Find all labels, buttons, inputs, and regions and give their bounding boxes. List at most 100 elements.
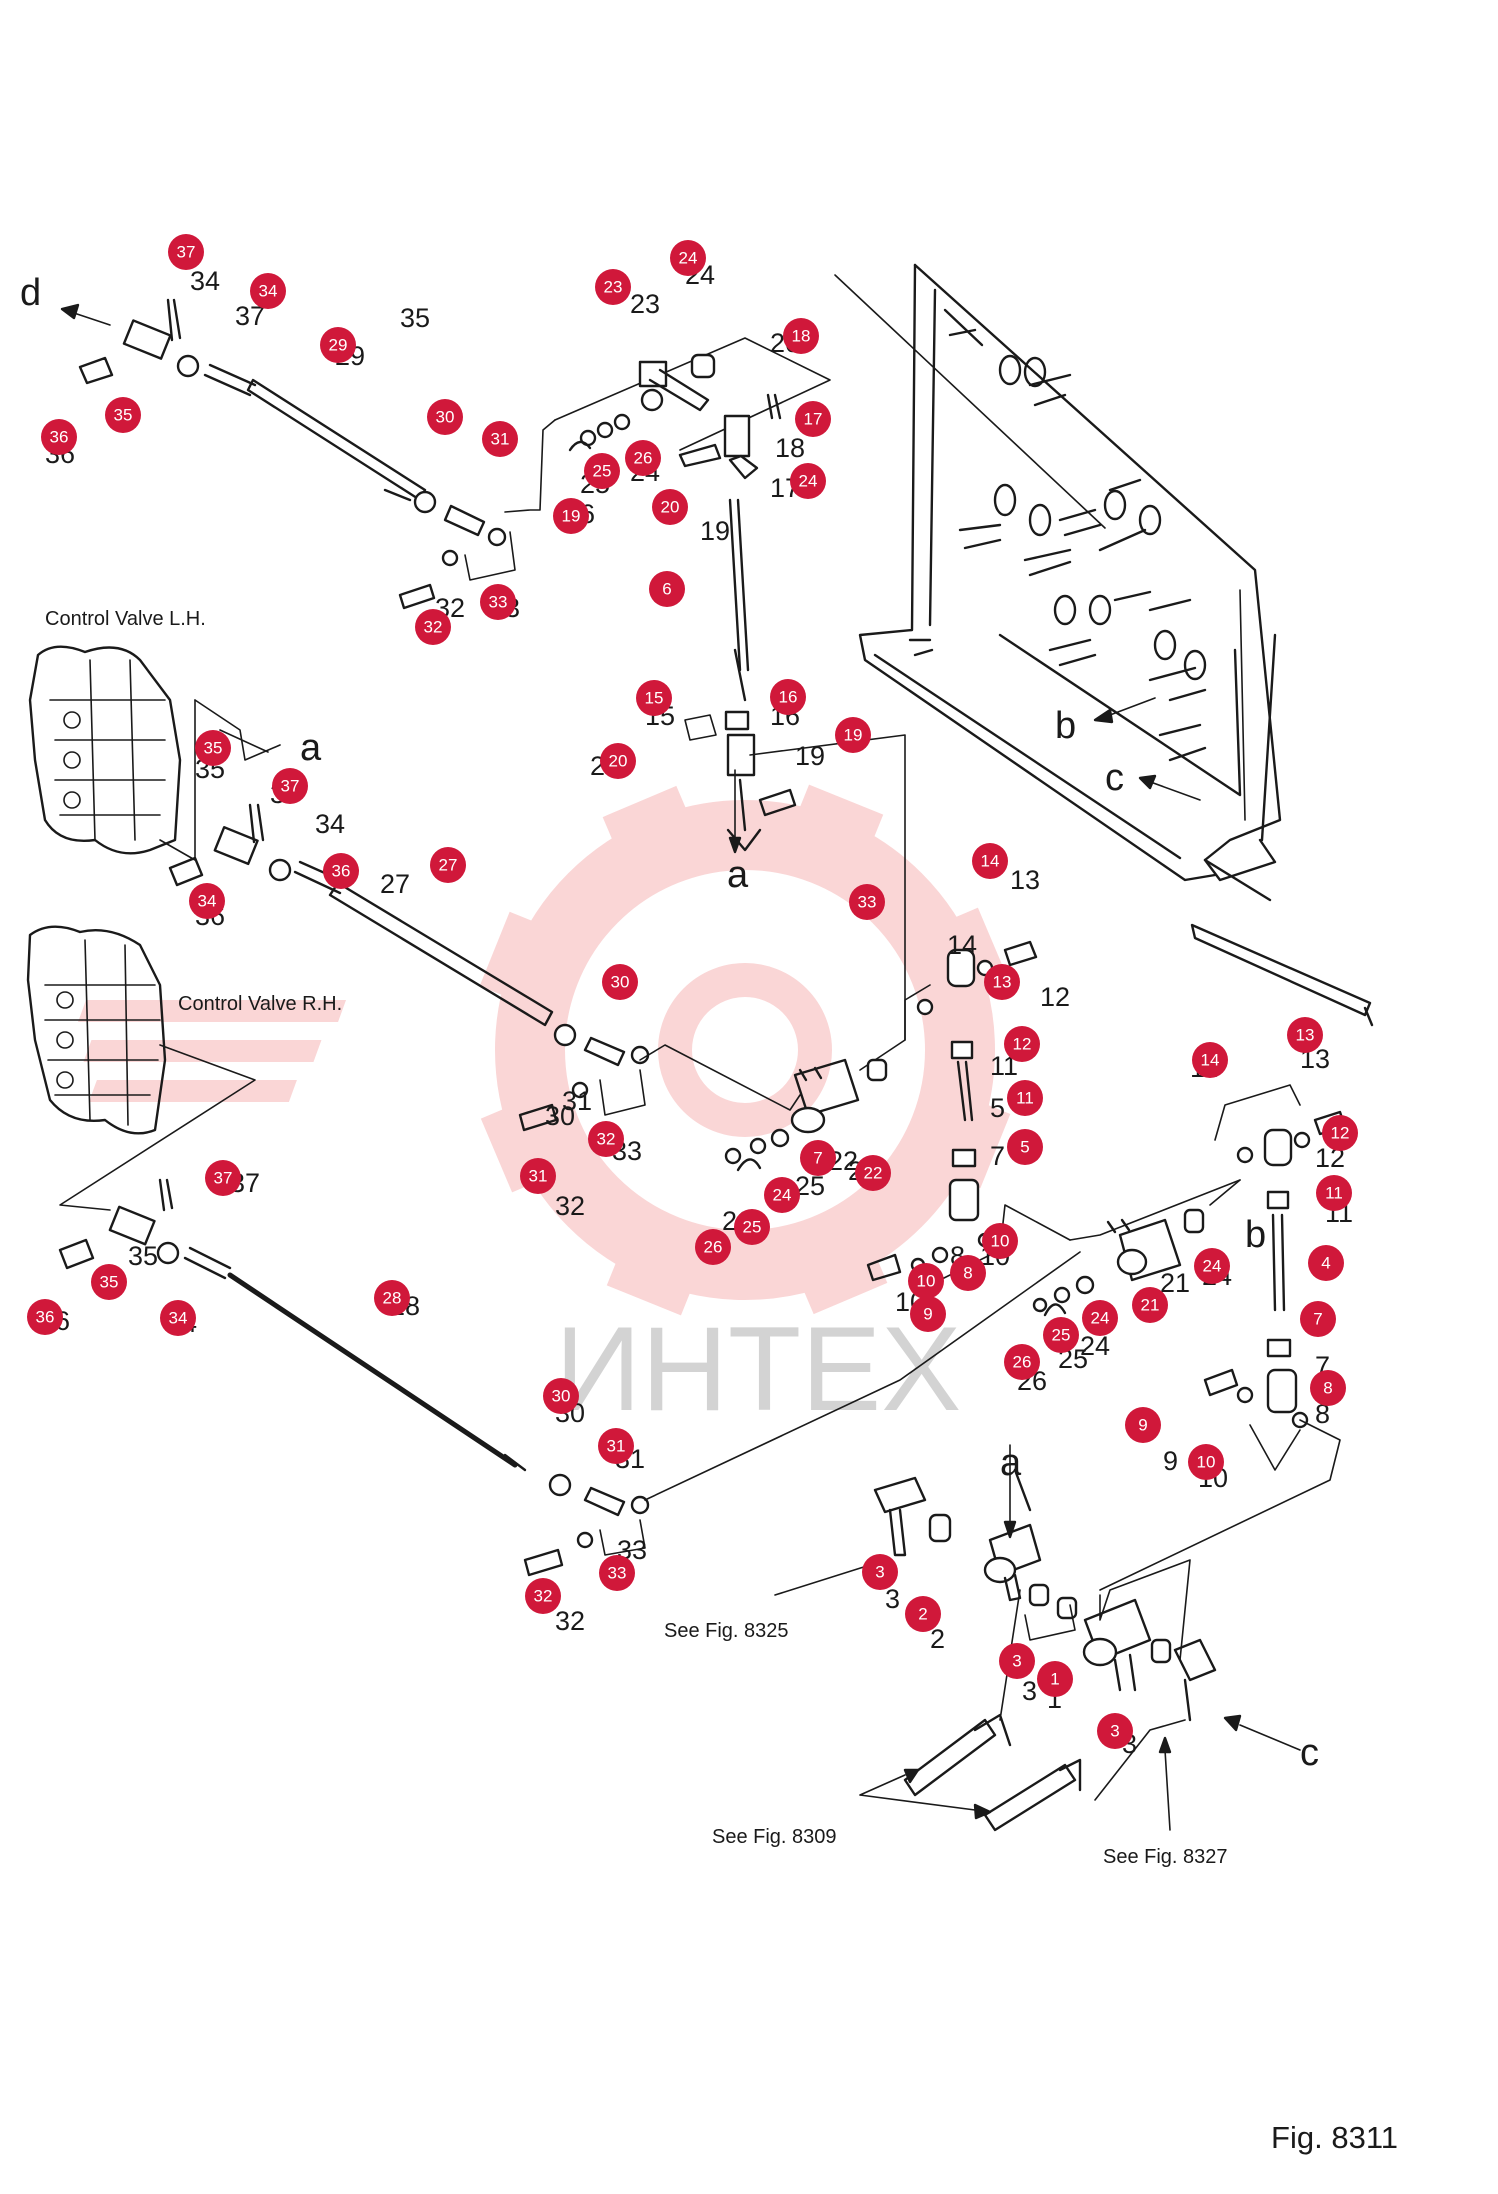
- callout-circle: [105, 397, 141, 433]
- callout-circle: [636, 680, 672, 716]
- callout-circle: [91, 1264, 127, 1300]
- callout-circle: [588, 1121, 624, 1157]
- callout-22: 22: [855, 1155, 891, 1191]
- callout-number: 8: [963, 1264, 972, 1283]
- callout-number: 31: [529, 1167, 548, 1186]
- callout-number: 30: [552, 1387, 571, 1406]
- callout-33: 33: [480, 584, 516, 620]
- callout-circle: [800, 1140, 836, 1176]
- callout-number: 3: [1110, 1722, 1119, 1741]
- callout-circle: [972, 843, 1008, 879]
- callout-number: 34: [259, 282, 278, 301]
- callout-number: 9: [923, 1305, 932, 1324]
- callout-number: 20: [661, 498, 680, 517]
- printed-number-14: 14: [947, 930, 977, 960]
- callout-circle: [525, 1578, 561, 1614]
- callout-number: 26: [634, 449, 653, 468]
- printed-number-32: 32: [555, 1191, 585, 1221]
- mounting-bracket: [834, 263, 1374, 1027]
- callout-32: 32: [415, 609, 451, 645]
- callout-number: 4: [1321, 1254, 1330, 1273]
- callout-36: 36: [27, 1299, 63, 1335]
- callout-circle: [595, 269, 631, 305]
- callout-number: 16: [779, 688, 798, 707]
- caption-control-valve-rh: Control Valve R.H.: [178, 993, 342, 1015]
- callout-9: 9: [1125, 1407, 1161, 1443]
- callout-circle: [862, 1554, 898, 1590]
- callout-circle: [27, 1299, 63, 1335]
- callout-number: 19: [562, 507, 581, 526]
- callout-33: 33: [849, 884, 885, 920]
- callout-10: 10: [908, 1263, 944, 1299]
- callout-number: 37: [177, 243, 196, 262]
- callout-number: 17: [804, 410, 823, 429]
- callout-circle: [835, 717, 871, 753]
- callout-number: 12: [1331, 1124, 1350, 1143]
- callout-circle: [999, 1643, 1035, 1679]
- callout-7: 7: [1300, 1301, 1336, 1337]
- callout-number: 15: [645, 689, 664, 708]
- callout-28: 28: [374, 1280, 410, 1316]
- callout-3: 3: [999, 1643, 1035, 1679]
- callout-number: 30: [611, 973, 630, 992]
- printed-number-9: 9: [1163, 1446, 1178, 1476]
- lower-linkage-rod-28: [58, 1178, 1081, 1577]
- callout-number: 37: [281, 777, 300, 796]
- callout-37: 37: [168, 234, 204, 270]
- callout-number: 24: [1203, 1257, 1222, 1276]
- callout-number: 3: [1012, 1652, 1021, 1671]
- callout-20: 20: [652, 489, 688, 525]
- callout-circle: [205, 1160, 241, 1196]
- callout-34: 34: [250, 273, 286, 309]
- connection-letter-b: b: [1245, 1214, 1266, 1256]
- callout-number: 32: [424, 618, 443, 637]
- callout-19: 19: [835, 717, 871, 753]
- callout-circle: [195, 730, 231, 766]
- callout-number: 10: [1197, 1453, 1216, 1472]
- callout-13: 13: [984, 964, 1020, 1000]
- callout-number: 14: [1201, 1051, 1220, 1070]
- callout-number: 18: [792, 327, 811, 346]
- printed-number-23: 23: [630, 289, 660, 319]
- callout-number: 25: [743, 1218, 762, 1237]
- callout-number: 28: [383, 1289, 402, 1308]
- figure-label: Fig. 8311: [1271, 2120, 1398, 2155]
- callout-circle: [374, 1280, 410, 1316]
- callout-number: 10: [991, 1232, 1010, 1251]
- callout-circle: [41, 419, 77, 455]
- callout-25: 25: [584, 453, 620, 489]
- printed-number-12: 12: [1040, 982, 1070, 1012]
- callout-number: 24: [773, 1186, 792, 1205]
- connection-letter-a: a: [727, 854, 749, 896]
- callout-27: 27: [430, 847, 466, 883]
- printed-number-30: 30: [545, 1101, 575, 1131]
- callout-37: 37: [272, 768, 308, 804]
- callout-number: 33: [608, 1564, 627, 1583]
- right-lever-assembly: [1032, 1084, 1347, 1591]
- callout-circle: [520, 1158, 556, 1194]
- callout-number: 35: [100, 1273, 119, 1292]
- callout-circle: [950, 1255, 986, 1291]
- printed-number-35: 35: [128, 1241, 158, 1271]
- callout-number: 8: [1323, 1379, 1332, 1398]
- callout-10: 10: [982, 1223, 1018, 1259]
- callout-34: 34: [189, 883, 225, 919]
- callout-5: 5: [1007, 1129, 1043, 1165]
- callout-number: 33: [858, 893, 877, 912]
- callout-circle: [1132, 1287, 1168, 1323]
- callout-circle: [250, 273, 286, 309]
- callout-32: 32: [588, 1121, 624, 1157]
- callout-number: 32: [597, 1130, 616, 1149]
- middle-linkage-rod-27: [168, 803, 801, 1132]
- callout-circle: [189, 883, 225, 919]
- callout-35: 35: [105, 397, 141, 433]
- printed-number-31: 31: [562, 1086, 592, 1116]
- callout-25: 25: [734, 1209, 770, 1245]
- callout-circle: [790, 463, 826, 499]
- callout-circle: [764, 1177, 800, 1213]
- callout-circle: [1007, 1129, 1043, 1165]
- callout-number: 7: [1313, 1310, 1322, 1329]
- callout-circle: [543, 1378, 579, 1414]
- callout-circle: [1322, 1115, 1358, 1151]
